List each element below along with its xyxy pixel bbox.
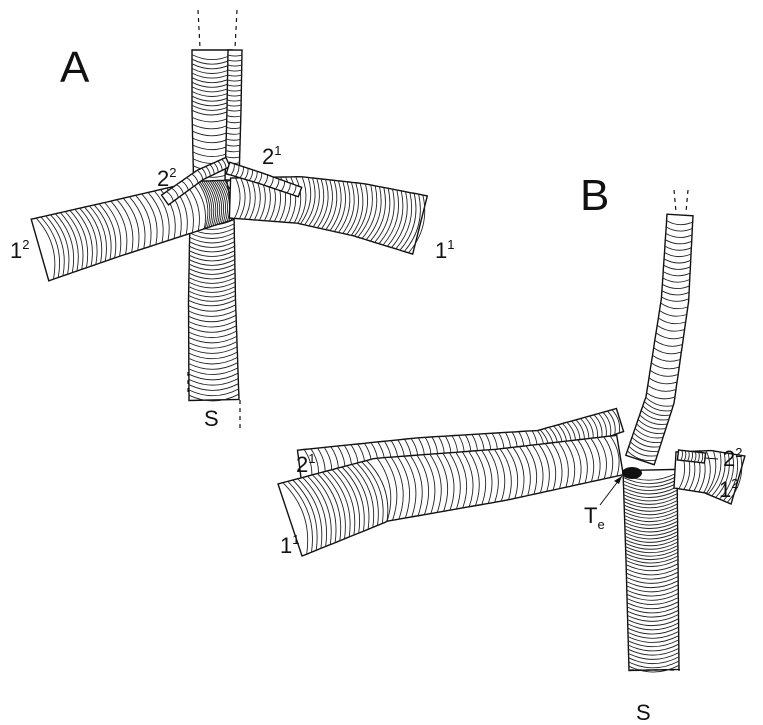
panel-b-label-1-1: 11	[280, 532, 299, 558]
panel-a-label-1-2: 12	[10, 237, 29, 263]
panel-b-label-te: Te	[584, 503, 605, 532]
panel-a-label-2-1: 21	[262, 143, 281, 169]
panel-b-te-opening	[622, 467, 642, 479]
tube-drawings	[31, 10, 745, 672]
panel-b-upper-strand-outline	[626, 214, 693, 465]
panel-a-label-s: S	[204, 406, 219, 431]
panel-b-trunk-s-outline	[623, 469, 679, 670]
panel-a-dash-2	[235, 10, 237, 48]
panel-b-upper-strand	[626, 214, 693, 465]
panel-b-label-s: S	[636, 700, 651, 725]
panel-a-label-1-1: 11	[435, 237, 454, 263]
panel-b-dash-1	[674, 190, 676, 212]
panel-a-branch-1-1	[229, 177, 427, 254]
panel-b-letter: B	[580, 171, 609, 220]
panel-a-dash-1	[198, 10, 200, 48]
panel-a-letter: A	[60, 43, 90, 92]
panel-b-dash-2	[686, 190, 688, 212]
te-arrowhead	[614, 476, 622, 484]
panel-b-label-1-2: 12	[719, 476, 738, 502]
panel-b-branch-2-2	[677, 450, 705, 463]
panel-b-trunk-s	[623, 469, 679, 672]
panel-a-lower-trunk-s	[189, 215, 240, 401]
